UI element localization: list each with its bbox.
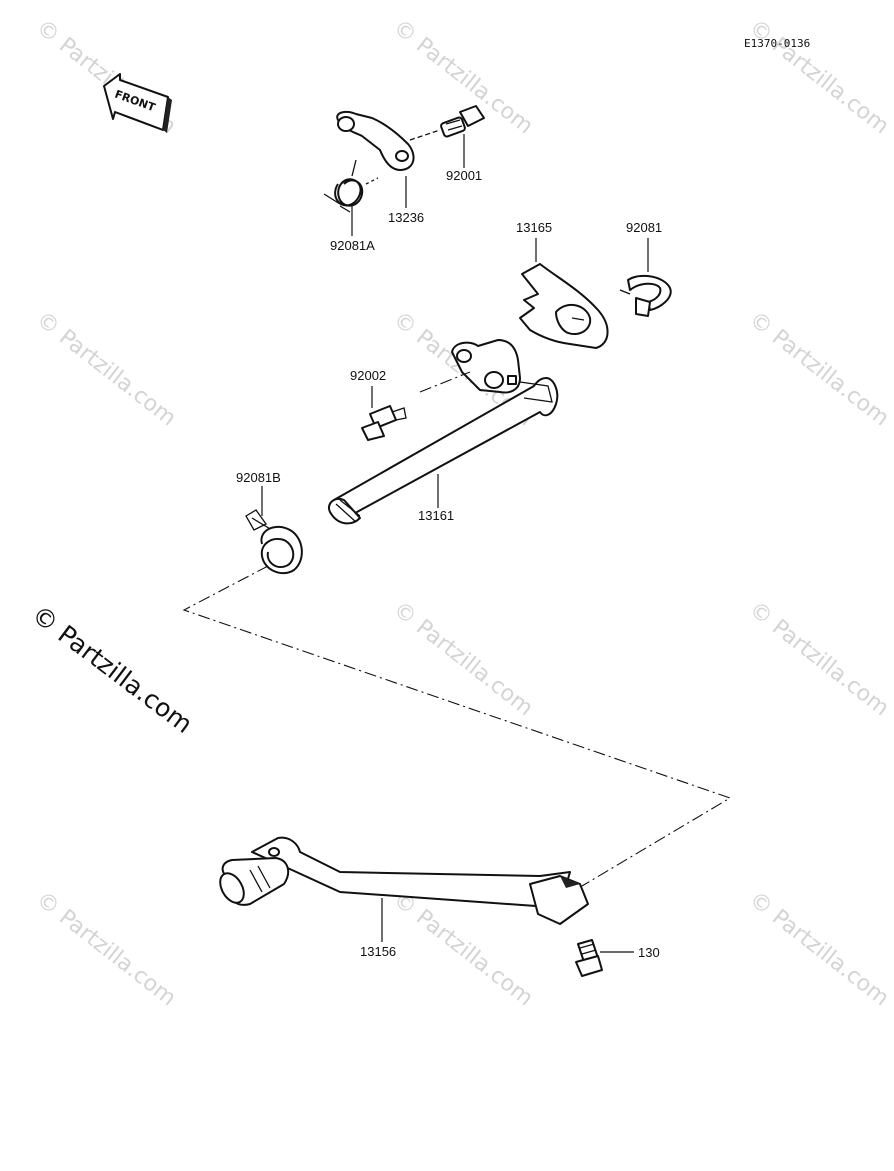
watermark-text: © Partzilla.com — [31, 307, 180, 431]
watermark-text: © Partzilla.com — [744, 887, 893, 1011]
watermark-layer: © Partzilla.com © Partzilla.com © Partzi… — [31, 15, 893, 1011]
part-label-13236: 13236 — [388, 210, 424, 225]
part-130-bolt — [575, 939, 603, 977]
part-label-13156: 13156 — [360, 944, 396, 959]
part-label-13165: 13165 — [516, 220, 552, 235]
part-label-13161: 13161 — [418, 508, 454, 523]
part-92081b-spring — [245, 509, 303, 575]
part-13236-arm — [336, 111, 415, 171]
watermark-text: © Partzilla.com — [744, 597, 893, 721]
watermark-text: © Partzilla.com — [388, 887, 537, 1011]
part-label-92081b: 92081B — [236, 470, 281, 485]
part-92081a-spring — [323, 159, 379, 213]
part-92081-clip — [619, 274, 672, 317]
part-92002-stud — [361, 405, 407, 441]
part-label-92081: 92081 — [626, 220, 662, 235]
watermark-text: © Partzilla.com — [388, 597, 537, 721]
part-label-92081a: 92081A — [330, 238, 375, 253]
part-13156-pedal — [219, 836, 589, 925]
watermark-main: © Partzilla.com — [26, 600, 198, 739]
watermark-text: © Partzilla.com — [744, 15, 893, 139]
front-arrow-icon: FRONT — [103, 73, 172, 133]
part-92001-bolt — [409, 105, 485, 141]
part-label-130: 130 — [638, 945, 660, 960]
part-13161-shaft — [328, 339, 559, 525]
watermark-text: © Partzilla.com — [744, 307, 893, 431]
assembly-line-top — [419, 371, 471, 393]
part-label-92002: 92002 — [350, 368, 386, 383]
part-label-92001: 92001 — [446, 168, 482, 183]
diagram-code: E1370-0136 — [744, 37, 810, 50]
watermark-text: © Partzilla.com — [31, 887, 180, 1011]
assembly-line — [182, 565, 732, 887]
part-13165-plate — [519, 263, 609, 349]
